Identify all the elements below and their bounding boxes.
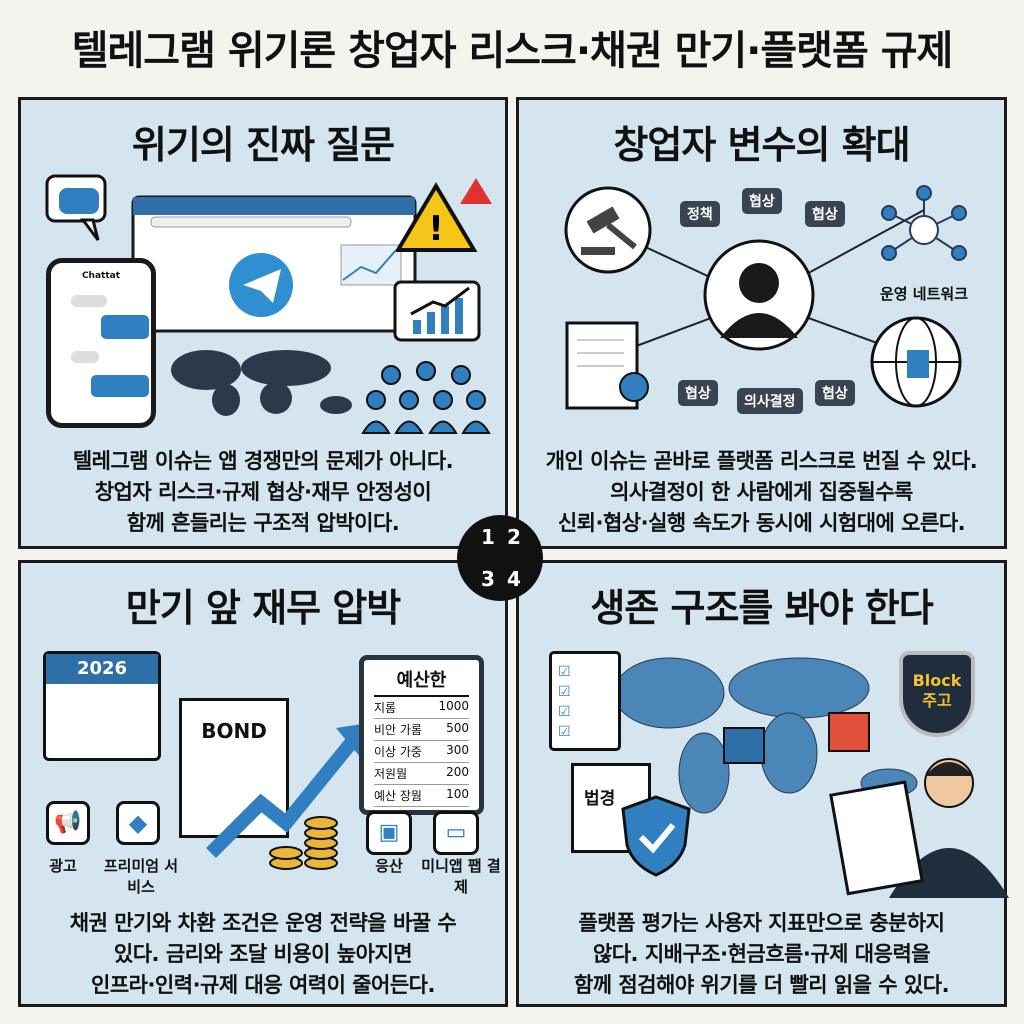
panel-title: 창업자 변수의 확대	[613, 123, 910, 167]
panel-founder-variable: 창업자 변수의 확대 운영 네트워크 정책 협상 협상 협상 의사결정 협상 개…	[516, 97, 1007, 549]
bond-label: BOND	[201, 719, 267, 743]
label-miniapp-payment: 미니앱 팹 결제	[421, 857, 501, 896]
signed-document-icon	[565, 321, 649, 410]
cash-icon: ▣	[366, 811, 412, 855]
label-premium: 프리미엄 서비스	[103, 857, 179, 896]
body-line: 창업자 리스크·규제 협상·재무 안정성이	[94, 480, 432, 504]
operations-network-icon	[881, 185, 967, 261]
diamond-icon: ◆	[116, 801, 160, 845]
svg-text:!: !	[428, 209, 444, 249]
panel-number-circle: 1 2 3 4	[457, 515, 543, 601]
body-line: 개인 이슈는 곧바로 플랫폼 리스크로 번질 수 있다.	[545, 449, 978, 473]
card-payment-icon: ▭	[433, 811, 479, 855]
world-map-puzzle-illustration	[613, 657, 918, 814]
shield-check-icon	[621, 795, 691, 877]
body-line: 함께 점검해야 위기를 더 빨리 읽을 수 있다.	[573, 973, 950, 997]
browser-window-illustration	[131, 195, 417, 333]
panel-number-3: 3	[481, 567, 495, 591]
calendar-icon: 2026	[43, 651, 161, 761]
tag-negotiation: 협상	[742, 188, 782, 214]
page-title: 텔레그램 위기론 창업자 리스크·채권 만기·플랫폼 규제	[71, 28, 954, 74]
panel-number-1: 1	[481, 525, 495, 549]
legal-document-label: 법경	[584, 789, 616, 809]
world-map-illustration	[171, 350, 352, 416]
body-line: 의사결정이 한 사람에게 집중될수록	[610, 480, 913, 504]
megaphone-icon: 📢	[46, 801, 90, 845]
globe-building-icon	[870, 316, 962, 408]
tag-decision-making: 의사결정	[737, 388, 803, 414]
body-line: 인프라·인력·규제 대응 여력이 줄어든다.	[91, 973, 435, 997]
body-line: 신뢰·협상·실행 속도가 동시에 시험대에 오른다.	[557, 511, 966, 535]
warning-icon: !	[396, 178, 492, 252]
label-ads: 광고	[49, 857, 77, 875]
checklist-clipboard: ☑☑☑☑	[549, 651, 621, 751]
chat-bubbles-icon	[45, 174, 107, 241]
growth-chart-icon	[393, 280, 481, 342]
badge-line: 주고	[922, 691, 952, 710]
label-cash: 응산	[375, 857, 403, 875]
badge-line: Block	[912, 671, 962, 690]
users-group-icon	[361, 361, 491, 434]
panel-title: 만기 앞 재무 압박	[125, 586, 401, 630]
smartphone-chat-illustration: Chattat	[46, 258, 156, 428]
block-badge: Block 주고	[899, 651, 975, 737]
panel-body-text: 개인 이슈는 곧바로 플랫폼 리스크로 번질 수 있다. 의사결정이 한 사람에…	[519, 446, 1004, 539]
panel-body-text: 텔레그램 이슈는 앱 경쟁만의 문제가 아니다. 창업자 리스크·규제 협상·재…	[21, 446, 505, 539]
body-line: 않다. 지배구조·현금흐름·규제 대응력을	[592, 942, 931, 966]
body-line: 플랫폼 평가는 사용자 지표만으로 충분하지	[578, 911, 945, 935]
gavel-icon	[564, 186, 652, 274]
tag-negotiation: 협상	[815, 380, 855, 406]
calendar-year: 2026	[46, 654, 158, 684]
panel-body-text: 플랫폼 평가는 사용자 지표만으로 충분하지 않다. 지배구조·현금흐름·규제 …	[519, 908, 1004, 1001]
budget-title: 예산한	[374, 666, 469, 697]
tag-policy: 정책	[680, 201, 720, 227]
network-label: 운영 네트워크	[879, 285, 969, 303]
panel-number-4: 4	[507, 567, 521, 591]
tag-negotiation: 협상	[805, 201, 845, 227]
body-line: 있다. 금리와 조달 비용이 높아지면	[113, 942, 413, 966]
chat-header-label: Chattat	[81, 271, 121, 281]
tag-negotiation: 협상	[678, 380, 718, 406]
panel-body-text: 채권 만기와 차환 조건은 운영 전략을 바꿀 수 있다. 금리와 조달 비용이…	[21, 908, 505, 1001]
panel-number-2: 2	[507, 525, 521, 549]
panel-title: 위기의 진짜 질문	[131, 123, 395, 167]
coins-icon	[269, 816, 338, 870]
body-line: 함께 흔들리는 구조적 압박이다.	[126, 511, 400, 535]
body-line: 텔레그램 이슈는 앱 경쟁만의 문제가 아니다.	[72, 449, 454, 473]
founder-silhouette-icon	[703, 239, 815, 351]
analyst-with-clipboard-illustration	[829, 758, 1009, 898]
panel-survival-structure: 생존 구조를 봐야 한다 ☑☑☑☑ 법경 Block 주고 플랫폼 평가는 사용…	[516, 560, 1009, 1007]
panel-title: 생존 구조를 봐야 한다	[590, 586, 933, 630]
body-line: 채권 만기와 차환 조건은 운영 전략을 바꿀 수	[69, 911, 457, 935]
panel-crisis-question: 위기의 진짜 질문 Chattat ! 텔레그램 이슈는 앱 경쟁만의 문제가 …	[18, 97, 508, 549]
